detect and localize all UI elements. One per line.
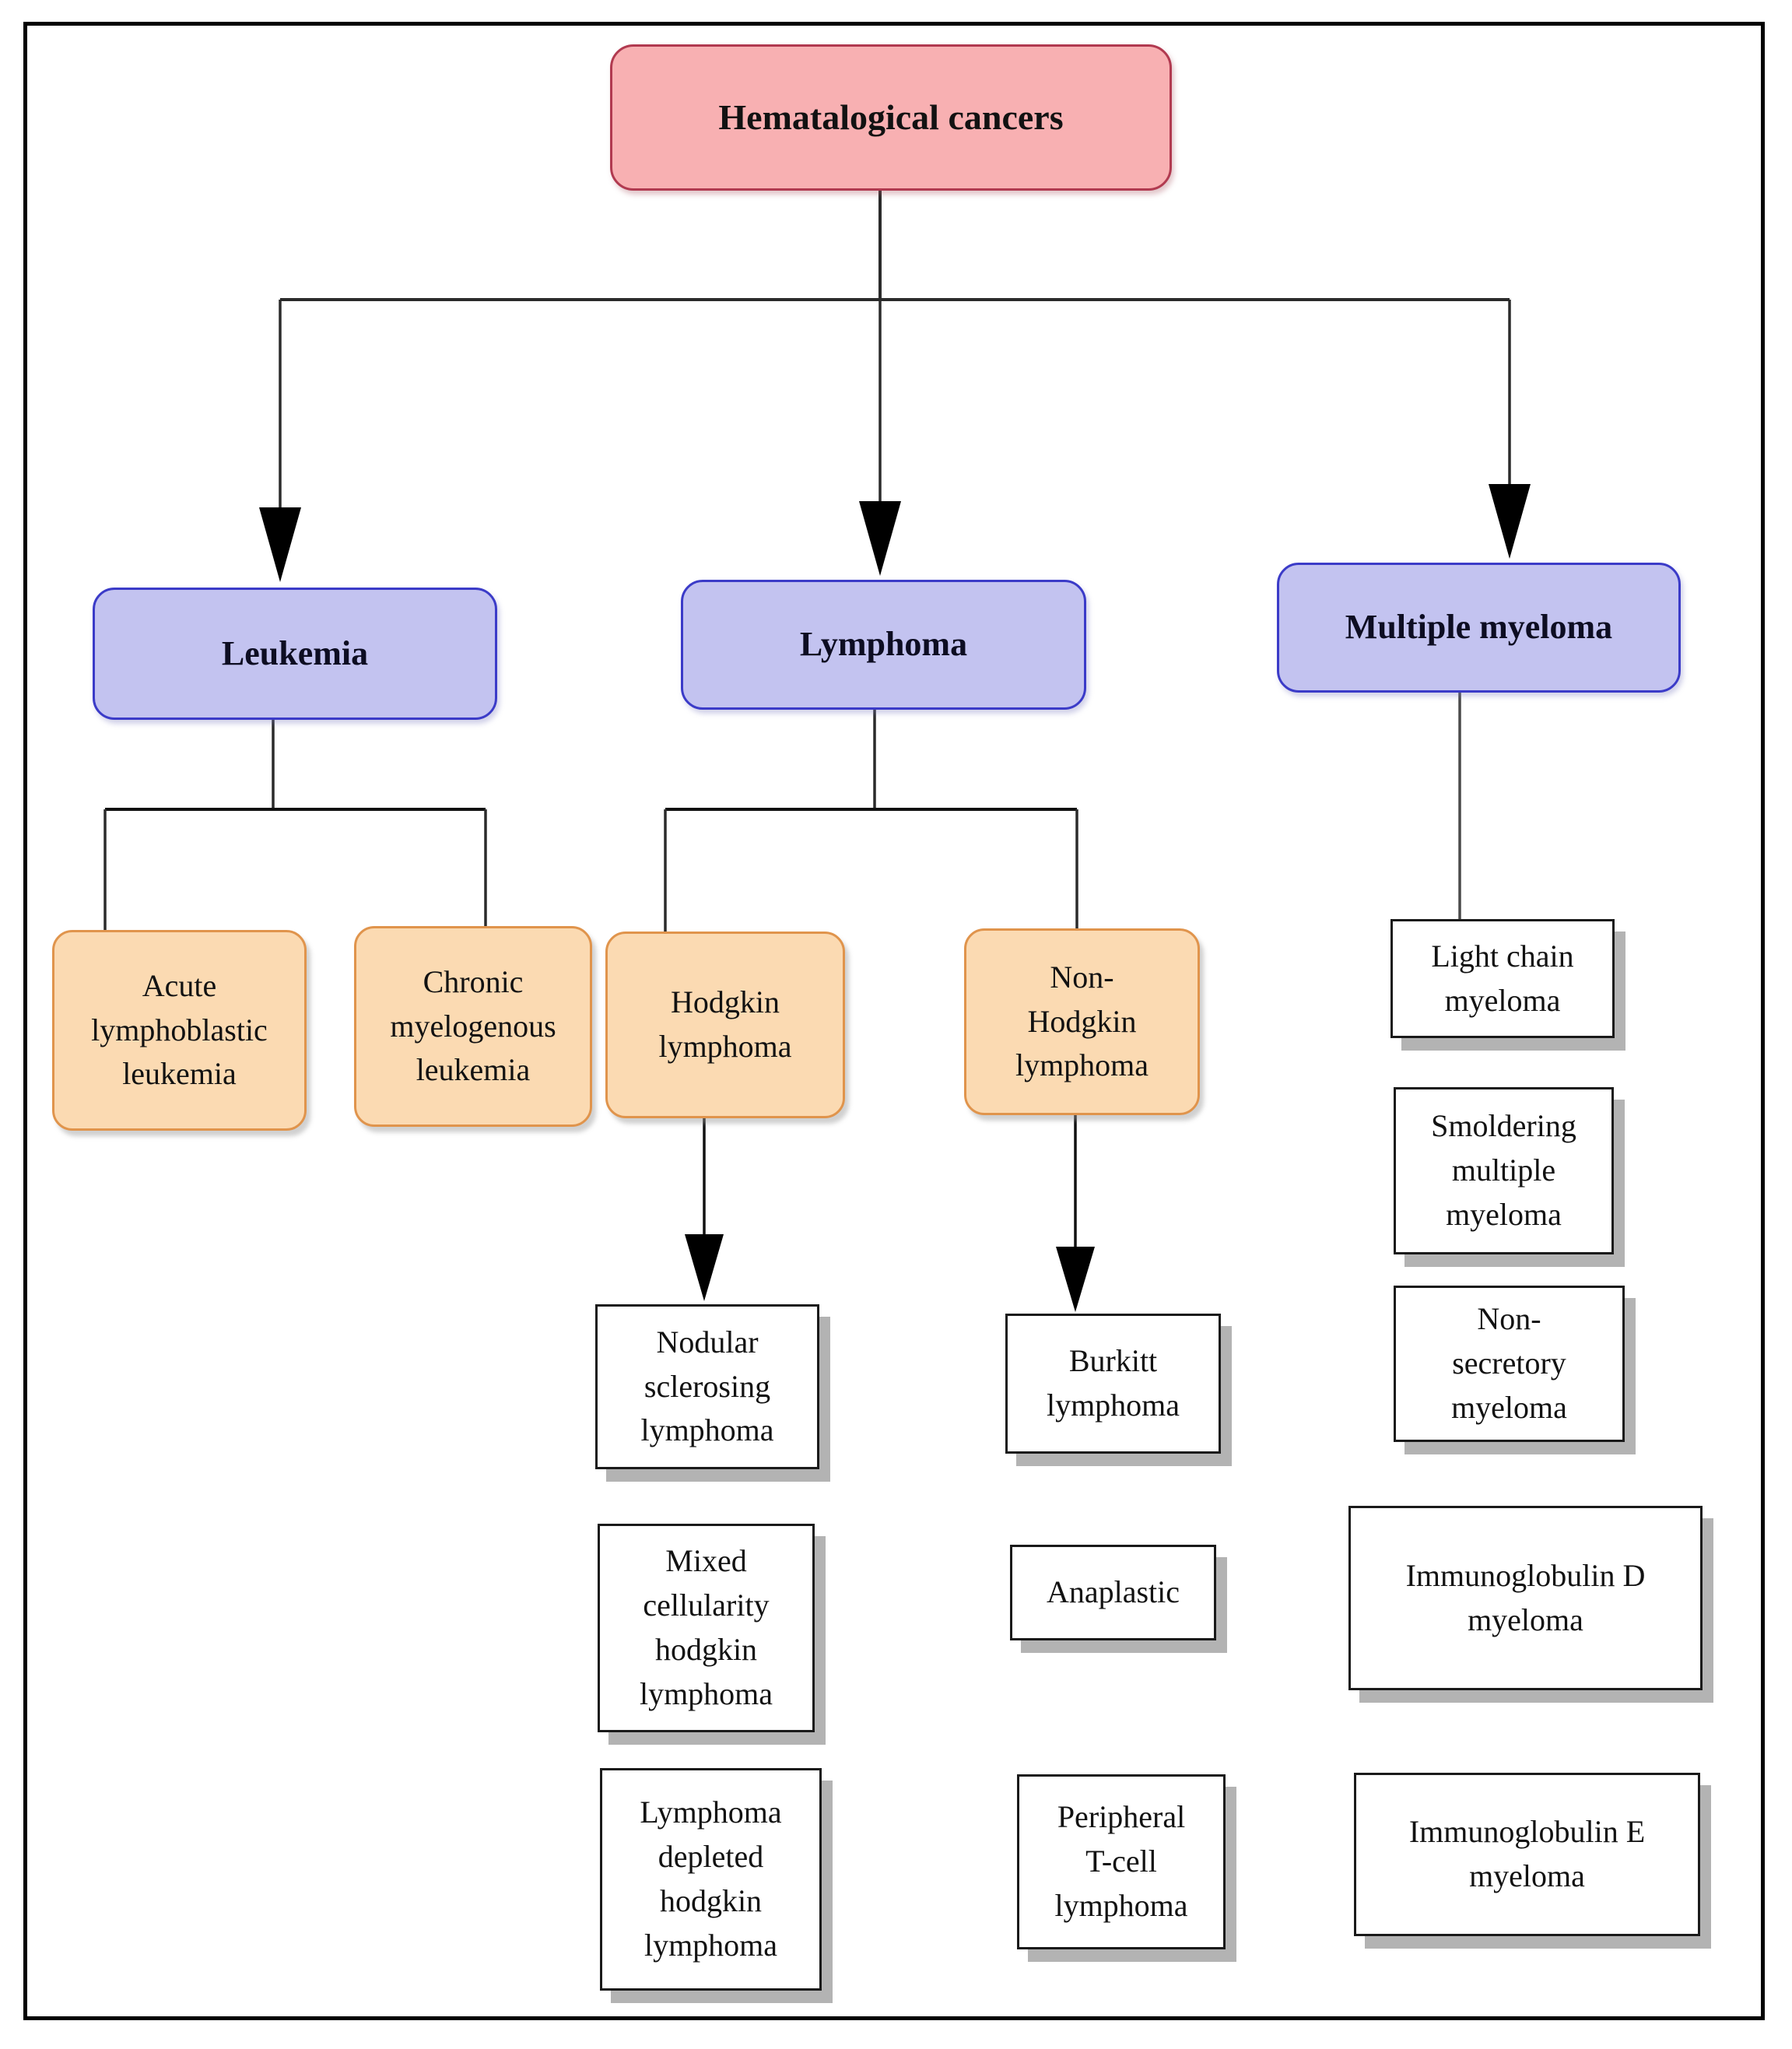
node-leukemia: Leukemia xyxy=(93,588,497,720)
diagram-border xyxy=(23,22,1765,2020)
node-non-hodgkin-lymphoma: Non- Hodgkin lymphoma xyxy=(964,928,1200,1115)
node-immunoglobulin-d-myeloma: Immunoglobulin D myeloma xyxy=(1348,1506,1703,1690)
node-acute-lymphoblastic-leukemia: Acute lymphoblastic leukemia xyxy=(52,930,307,1131)
node-lymphoma-depleted-hodgkin-lymphoma: Lymphoma depleted hodgkin lymphoma xyxy=(600,1768,822,1991)
node-smoldering-multiple-myeloma: Smoldering multiple myeloma xyxy=(1394,1087,1614,1254)
node-hodgkin-lymphoma: Hodgkin lymphoma xyxy=(605,932,845,1118)
node-nodular-sclerosing-lymphoma: Nodular sclerosing lymphoma xyxy=(595,1304,819,1469)
node-hematological-cancers: Hematalogical cancers xyxy=(610,44,1172,191)
node-peripheral-t-cell-lymphoma: Peripheral T-cell lymphoma xyxy=(1017,1774,1226,1949)
node-burkitt-lymphoma: Burkitt lymphoma xyxy=(1005,1314,1221,1454)
node-light-chain-myeloma: Light chain myeloma xyxy=(1390,919,1615,1038)
node-chronic-myelogenous-leukemia: Chronic myelogenous leukemia xyxy=(354,926,592,1127)
node-multiple-myeloma: Multiple myeloma xyxy=(1277,563,1681,693)
node-immunoglobulin-e-myeloma: Immunoglobulin E myeloma xyxy=(1354,1773,1700,1936)
node-lymphoma: Lymphoma xyxy=(681,580,1086,710)
node-anaplastic: Anaplastic xyxy=(1010,1545,1216,1640)
node-mixed-cellularity-hodgkin-lymphoma: Mixed cellularity hodgkin lymphoma xyxy=(598,1524,815,1732)
node-non-secretory-myeloma: Non- secretory myeloma xyxy=(1394,1286,1625,1442)
